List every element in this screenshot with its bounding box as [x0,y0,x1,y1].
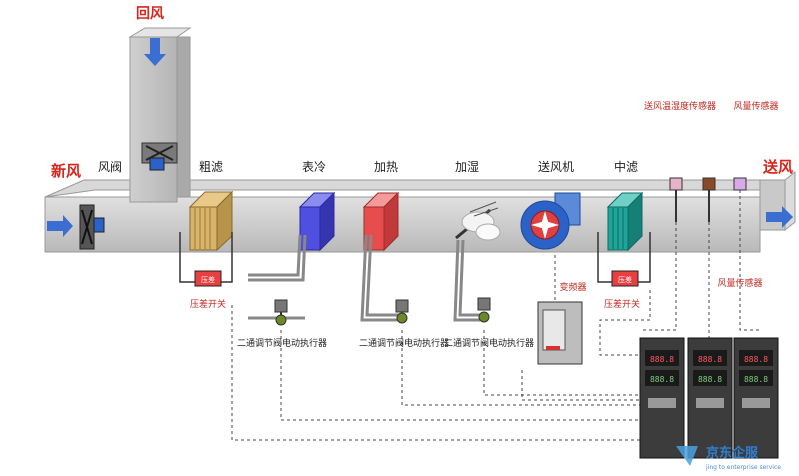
watermark-brand: 京东企服 [706,445,759,461]
damper-label: 风阀 [98,160,122,174]
dp-switch-2-label: 压差开关 [604,298,640,310]
airflow-sensor-icon [702,177,716,222]
airflow-sensor-2-icon [733,177,747,191]
controller-3-sv: 888.8 [744,375,768,384]
valve-cool-label: 二通调节阀电动执行器 [237,337,327,349]
dp-switch-1-label: 压差开关 [190,298,226,310]
valve-humid-label: 二通调节阀电动执行器 [444,337,534,349]
controller-3-pv: 888.8 [744,355,768,364]
supply-air-arrow-icon [766,206,793,228]
valve-cool-icon [274,299,288,326]
valve-heat-label: 二通调节阀电动执行器 [359,337,449,349]
controller-2: 888.8 888.8 [687,337,733,459]
medium-filter-icon [606,191,644,252]
supply-temp-sensor-label: 送风温湿度传感器 [644,100,716,112]
watermark-url: jing to enterprise service [705,464,781,471]
airflow-sensor-right-label: 风量传感器 [717,277,762,289]
coarse-filter-icon [188,190,234,252]
controller-1-pv: 888.8 [650,355,674,364]
cooling-coil-label: 表冷 [302,160,326,174]
supply-fan-label: 送风机 [538,159,574,174]
humidifier-icon [455,201,501,241]
supply-temp-sensor-icon [669,177,683,222]
valve-humid-icon [477,297,491,323]
heating-coil-icon [362,191,400,252]
medium-filter-label: 中滤 [614,159,638,174]
damper-fresh-icon [79,204,105,250]
dp-switch-1: 压差 [179,232,233,287]
controller-2-pv: 888.8 [698,355,722,364]
fresh-air-label: 新风 [51,162,81,180]
dp-box-1-text: 压差 [201,275,215,284]
supply-air-label: 送风 [762,158,793,176]
dp-box-2-text: 压差 [618,275,632,284]
return-air-label: 回风 [136,6,164,22]
watermark: 京东企服 jing to enterprise service [676,445,781,471]
fresh-air-arrow-icon [47,215,73,237]
controller-3: 888.8 888.8 [733,337,779,459]
controller-1-sv: 888.8 [650,375,674,384]
watermark-logo-icon [676,446,698,466]
valve-heat-icon [395,299,409,324]
damper-return-icon [141,142,178,171]
controller-1: 888.8 888.8 [639,337,685,459]
inverter-icon [537,301,583,365]
heating-label: 加热 [374,160,398,174]
dp-switch-2: 压差 [597,232,651,287]
airflow-sensor-top-label: 风量传感器 [733,100,778,112]
supply-fan-icon [520,192,581,250]
inverter-label: 变频器 [559,281,586,293]
return-arrow-icon [144,38,166,66]
coarse-filter-label: 粗滤 [199,160,223,174]
controller-2-sv: 888.8 [698,375,722,384]
control-wiring [231,190,760,441]
humidify-label: 加湿 [455,159,479,174]
return-duct [128,27,192,203]
